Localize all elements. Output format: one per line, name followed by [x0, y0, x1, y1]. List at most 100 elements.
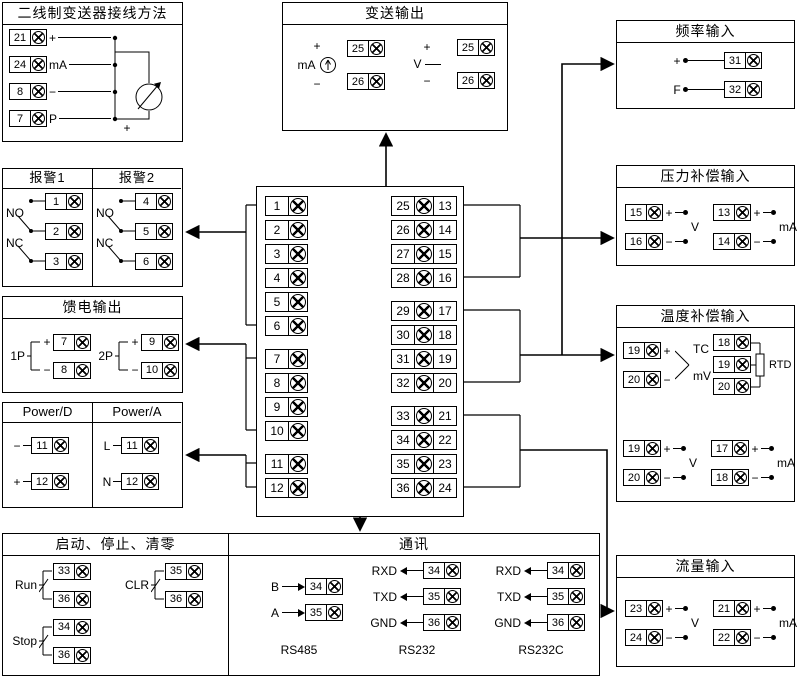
- terminal-screw-icon: [30, 56, 47, 73]
- terminal-number: 36: [547, 614, 569, 631]
- sign-label: −: [753, 630, 761, 645]
- terminal-number: 11: [31, 437, 53, 454]
- wire: [113, 445, 121, 446]
- terminal-label: +: [49, 30, 57, 45]
- alarm1-column: 报警1 NO NC 1 2 3: [3, 169, 92, 286]
- unit-label: mA: [779, 616, 797, 630]
- terminal-screw-icon: [644, 371, 661, 388]
- junction-dot: [769, 475, 774, 480]
- terminal-screw-icon: [644, 469, 661, 486]
- terminal-screw-icon: [414, 220, 434, 240]
- terminal-screw-icon: [288, 478, 308, 498]
- terminal-screw-icon: [734, 233, 751, 250]
- control-title: 启动、停止、清零: [3, 534, 229, 555]
- terminal: 33: [53, 562, 91, 580]
- wire: [58, 37, 111, 38]
- terminal-screw-icon: [66, 193, 83, 210]
- signal-label: RXD: [371, 563, 397, 578]
- terminal-label: −: [49, 84, 57, 99]
- terminal-number: 7: [9, 110, 31, 127]
- terminal-number: 32: [724, 81, 746, 98]
- arrow-left-icon: [400, 566, 407, 575]
- unit-label: V: [413, 57, 422, 71]
- unit-label: V: [689, 456, 698, 470]
- terminal-screw-icon: [745, 52, 762, 69]
- wire: [113, 481, 121, 482]
- wire: [282, 586, 298, 587]
- wire: [675, 637, 683, 638]
- terminal-screw-icon: [734, 334, 751, 351]
- terminal-number: 24: [625, 629, 647, 646]
- terminal-screw-icon: [156, 253, 173, 270]
- feed-group-2p: 2P +9 −10: [95, 333, 179, 379]
- terminal-screw-icon: [646, 233, 663, 250]
- terminal-screw-icon: [568, 588, 585, 605]
- wire: [763, 608, 771, 609]
- terminal-number: 1: [265, 196, 289, 216]
- terminal-number: 35: [165, 562, 187, 580]
- terminal-number: 8: [53, 361, 75, 379]
- terminal-number: 13: [433, 196, 457, 216]
- flow-body: 23+ 24− V 21+ 22− mA: [617, 578, 797, 666]
- transmit-output-box: 变送输出 + mA − 25 26 +: [282, 2, 508, 131]
- comm-standard-label: RS485: [280, 643, 318, 657]
- terminal-number: 17: [711, 440, 733, 457]
- terminal-screw-icon: [156, 223, 173, 240]
- group-label: Run: [14, 578, 37, 592]
- wire: [23, 481, 31, 482]
- temperature-title: 温度补偿输入: [617, 306, 794, 328]
- terminal-number: 15: [433, 244, 457, 264]
- stop-terminals: 34 36: [53, 618, 91, 664]
- junction-dot: [683, 87, 688, 92]
- terminal-screw-icon: [734, 378, 751, 395]
- terminal-number: 35: [423, 588, 445, 605]
- feed-title: 馈电输出: [3, 297, 182, 319]
- terminal-number: 18: [433, 325, 457, 345]
- terminal-number: 9: [265, 397, 289, 417]
- terminal-number: 36: [423, 614, 445, 631]
- terminal-number: 33: [391, 406, 415, 426]
- terminal-number: 19: [433, 349, 457, 369]
- terminal-number: 11: [121, 437, 143, 454]
- wire: [531, 570, 547, 571]
- terminal-screw-icon: [444, 588, 461, 605]
- arrow-left-icon: [524, 592, 531, 601]
- terminal-screw-icon: [568, 562, 585, 579]
- sign-label: +: [753, 601, 761, 616]
- converge-wire-icon: [675, 350, 690, 380]
- terminal-screw-icon: [30, 83, 47, 100]
- terminal-number: 26: [391, 220, 415, 240]
- terminal: 35: [165, 562, 203, 580]
- terminal-row: −10: [129, 361, 179, 379]
- terminal-screw-icon: [414, 478, 434, 498]
- wire: [531, 622, 547, 623]
- wire: [407, 622, 423, 623]
- bottom-titles: 启动、停止、清零 通讯: [3, 534, 599, 556]
- terminal-screw-icon: [414, 244, 434, 264]
- terminal-screw-icon: [734, 600, 751, 617]
- terminal-number: 36: [391, 478, 415, 498]
- terminal: 4: [135, 193, 173, 210]
- plus-label: +: [313, 39, 321, 53]
- relay-contact-icon: [17, 199, 45, 263]
- terminal-screw-icon: [414, 406, 434, 426]
- terminal-screw-icon: [368, 40, 385, 57]
- terminal-number: 17: [433, 301, 457, 321]
- terminal-screw-icon: [732, 469, 749, 486]
- terminal-screw-icon: [288, 292, 308, 312]
- terminal-number: 25: [347, 40, 369, 57]
- sign-label: +: [43, 335, 51, 349]
- terminal-screw-icon: [444, 562, 461, 579]
- terminal: 8: [265, 373, 308, 393]
- terminal-number: 22: [713, 629, 735, 646]
- terminal-row: 8 −: [9, 83, 111, 100]
- sign-label: +: [751, 441, 759, 456]
